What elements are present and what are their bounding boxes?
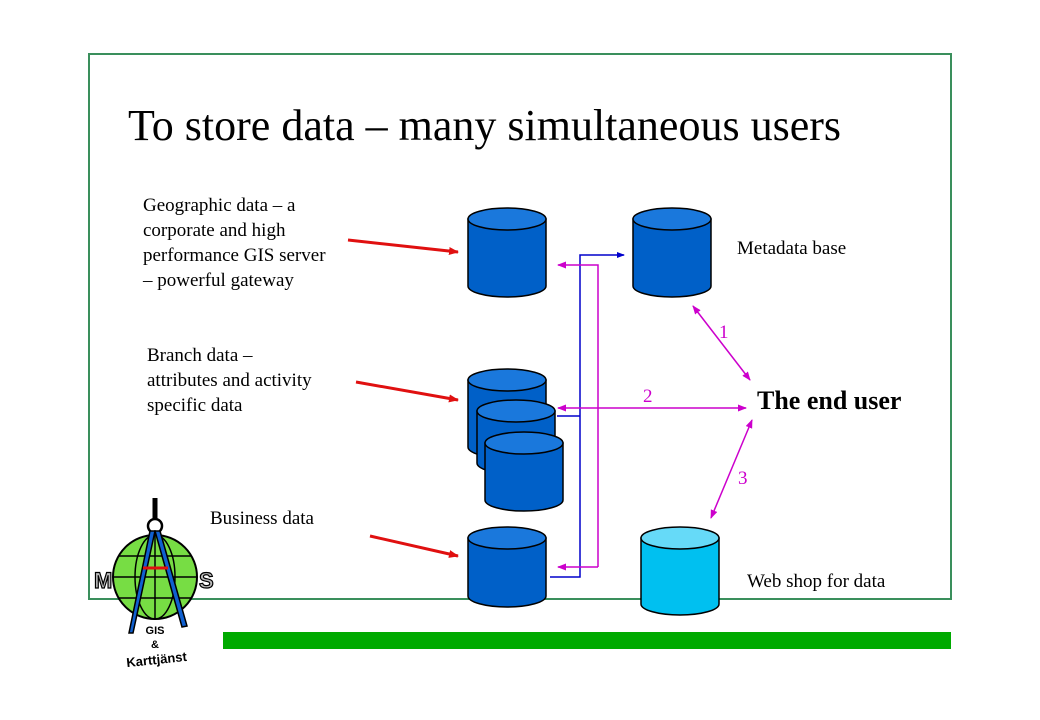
branch-label-line: attributes and activity — [147, 370, 312, 391]
branch-arrow — [355, 380, 459, 403]
logo-text-and: & — [151, 639, 159, 651]
geographic-data-label: Geographic data – a corporate and high p… — [143, 193, 326, 293]
logo-text-karttjanst: Karttjänst — [126, 649, 189, 670]
business-arrow — [369, 534, 459, 558]
slide-title: To store data – many simultaneous users — [128, 101, 842, 150]
web-shop-database — [640, 526, 720, 616]
geographic-label-line: Geographic data – a — [143, 195, 296, 216]
geographic-arrow — [347, 238, 459, 256]
geographic-label-line: corporate and high — [143, 220, 286, 241]
business-data-label: Business data — [210, 508, 314, 529]
geographic-label-line: – powerful gateway — [143, 270, 294, 291]
branch-label-line: specific data — [147, 395, 243, 416]
logo-letter-m: M — [94, 568, 112, 593]
logo-text-gis: GIS — [146, 625, 165, 637]
branch-data-label: Branch data – attributes and activity sp… — [147, 343, 312, 418]
branch-label-line: Branch data – — [147, 345, 253, 366]
end-user-label: The end user — [757, 386, 902, 415]
branch-database-3 — [484, 431, 564, 512]
metadata-database — [632, 207, 712, 298]
green-footer-bar — [223, 632, 951, 649]
web-shop-label: Web shop for data — [747, 571, 886, 592]
business-database — [467, 526, 547, 608]
connection-number-2: 2 — [643, 386, 653, 407]
geographic-database — [467, 207, 547, 298]
company-logo: M S GIS & Karttjänst — [93, 498, 214, 670]
geographic-label-line: performance GIS server — [143, 245, 326, 266]
magenta-bus-line — [557, 261, 599, 567]
connection-1-arrow — [692, 305, 751, 381]
logo-letter-s: S — [199, 568, 214, 593]
connection-3-arrow — [710, 419, 753, 519]
metadata-base-label: Metadata base — [737, 238, 847, 259]
